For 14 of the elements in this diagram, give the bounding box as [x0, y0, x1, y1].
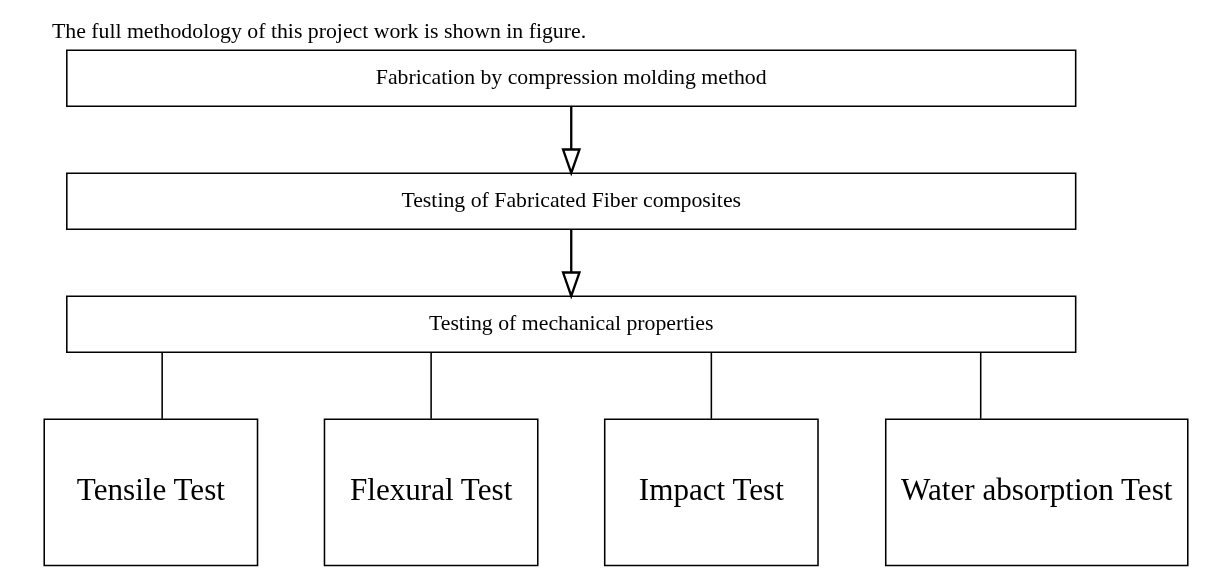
- arrow: [560, 229, 581, 300]
- diagram-title: The full methodology of this project work is shown in figure.: [51, 19, 586, 44]
- node-box: Flexural Test: [323, 418, 539, 567]
- connector: [710, 352, 712, 420]
- node-box: Tensile Test: [42, 418, 258, 567]
- node-box: Testing of Fabricated Fiber composites: [65, 172, 1076, 231]
- arrow: [560, 106, 581, 177]
- node-box: Water absorption Test: [884, 418, 1189, 567]
- connector: [160, 352, 163, 420]
- node-box: Testing of mechanical properties: [65, 295, 1076, 354]
- connector: [979, 352, 981, 420]
- node-box: Fabrication by compression molding method: [65, 49, 1076, 108]
- node-box: Impact Test: [603, 418, 819, 567]
- connector: [429, 352, 432, 420]
